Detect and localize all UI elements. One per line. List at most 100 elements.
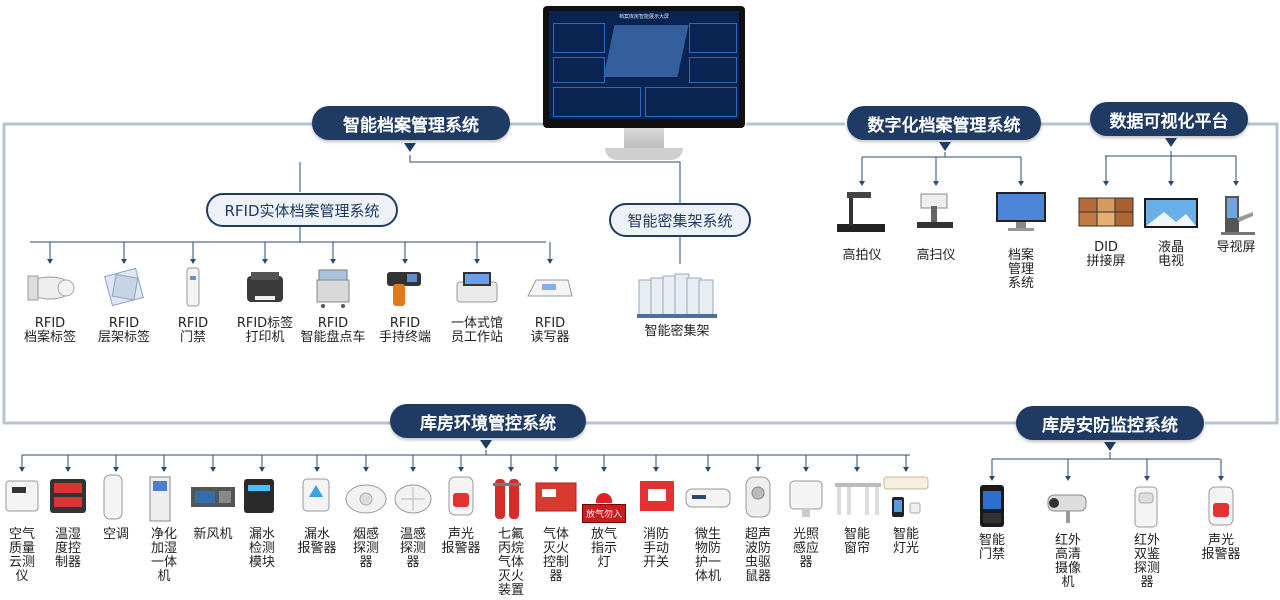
env-item-4: 净化加湿一体机 [124,473,204,584]
env-item-6-arrow-icon [259,467,265,472]
label-line: 智能密集架 [644,324,710,339]
env-item-11-label: 七氟丙烷气体灭火装置 [498,528,524,598]
label-line: 报警器 [1201,547,1241,562]
label-line: 高拍仪 [842,248,882,263]
digital-system-title: 数字化档案管理系统 [847,106,1041,140]
label-line: 气体 [542,527,569,542]
env-item-9: 温感探测器 [373,473,453,570]
rfid-item-3-arrow-icon [190,259,196,264]
env-item-10-arrow-icon [458,467,464,472]
label-line: 报警器 [441,541,481,556]
label-line: 度控 [54,541,81,556]
env-item-16: 超声波防虫驱鼠器 [718,473,798,584]
label-line: 净化 [150,527,177,542]
label-line: 拼接屏 [1086,254,1126,269]
label-line: 窗帘 [843,541,870,556]
env-item-6-label: 漏水检测模块 [249,528,275,570]
label-line: 新风机 [193,527,233,542]
label-line: 波防 [744,541,771,556]
env-item-2: 温湿度控制器 [28,473,108,570]
visual-platform-title: 数据可视化平台 [1090,102,1248,136]
label-line: RFID [177,316,209,331]
label-line: 空调 [102,527,129,542]
label-line: 一体式馆 [450,316,503,331]
sec-item-4: 声光报警器 [1181,483,1261,562]
scanner-icon [907,188,965,244]
monitor-stand [624,128,664,150]
label-line: 灭火 [542,541,569,556]
video-wall-icon [1077,192,1135,236]
env-item-7-arrow-icon [314,467,320,472]
visual-item-2-arrow-icon [1168,181,1174,186]
reader-icon [522,266,578,312]
siren-icon [435,473,487,523]
visual-item-3: 导视屏 [1196,192,1276,255]
env-item-7-label: 漏水报警器 [297,528,336,556]
label-line: 温湿 [54,527,81,542]
visual-item-3-label: 导视屏 [1216,241,1255,255]
air-conditioner-icon [90,473,142,523]
env-item-9-arrow-icon [410,467,416,472]
visual-item-1-arrow-icon [1103,181,1109,186]
gate-icon [165,266,221,312]
label-line: 鼠器 [744,569,771,584]
label-line: 手持终端 [378,330,431,345]
digital-item-2-arrow-icon [933,181,939,186]
shelf-tag-icon [96,266,152,312]
digital-item-1-arrow-icon [859,181,865,186]
env-item-15-arrow-icon [705,467,711,472]
rfid-item-7-arrow-icon [474,259,480,264]
digital-item-3-arrow-icon [1018,181,1024,186]
sec-item-3: 红外双鉴探测器 [1107,483,1187,590]
label-line: 一体 [150,555,177,570]
env-item-9-label: 温感探测器 [400,528,426,570]
label-line: 控制 [542,555,569,570]
label-line: 档案 [1007,248,1034,263]
cart-icon [305,266,361,312]
indicator-sign-text: 放气勿入 [581,504,626,523]
env-item-14-arrow-icon [653,467,659,472]
label-line: 双鉴 [1133,547,1160,562]
shelf-item-1: 智能密集架 [635,270,719,339]
smart-light-icon [880,473,932,523]
env-item-13: 放气勿入放气指示灯 [564,473,644,570]
rfid-item-5-arrow-icon [330,259,336,264]
label-line: 空气 [8,527,35,542]
env-item-8-label: 烟感探测器 [353,528,379,570]
siren-icon [1195,483,1247,529]
sec-item-1: 智能门禁 [952,483,1032,562]
label-line: 光照 [792,527,819,542]
shelf-system-title: 智能密集架系统 [609,203,751,237]
label-line: 检测 [248,541,275,556]
label-line: 高扫仪 [916,248,956,263]
monitor-icon [992,188,1050,244]
label-line: 七氟 [497,527,524,542]
label-line: 门禁 [978,547,1005,562]
label-line: 烟感 [352,527,379,542]
env-item-4-label: 净化加湿一体机 [151,528,177,584]
environment-system-title: 库房环境管控系统 [390,404,586,438]
rfid-item-4: RFID标签打印机 [225,266,305,345]
monitor: 档案库房智能展示大屏 [543,6,745,128]
sec-item-3-label: 红外双鉴探测器 [1134,534,1160,590]
rfid-system-title: RFID实体档案管理系统 [206,193,398,227]
label-line: 模块 [248,555,275,570]
env-item-13-arrow-icon [601,467,607,472]
env-item-8: 烟感探测器 [326,473,406,570]
env-item-6: 漏水检测模块 [222,473,302,570]
light-sensor-icon [780,473,832,523]
label-line: 装置 [497,583,524,598]
label-line: 管理 [1007,262,1034,277]
extinguish-controller-icon [530,473,582,523]
rfid-item-6-arrow-icon [402,259,408,264]
leak-module-icon [236,473,288,523]
dashboard-title: 档案库房智能展示大屏 [618,14,669,20]
label-line: 放气 [590,527,617,542]
shelf-item-1-label: 智能密集架 [644,325,709,339]
label-line: 漏水 [303,527,330,542]
